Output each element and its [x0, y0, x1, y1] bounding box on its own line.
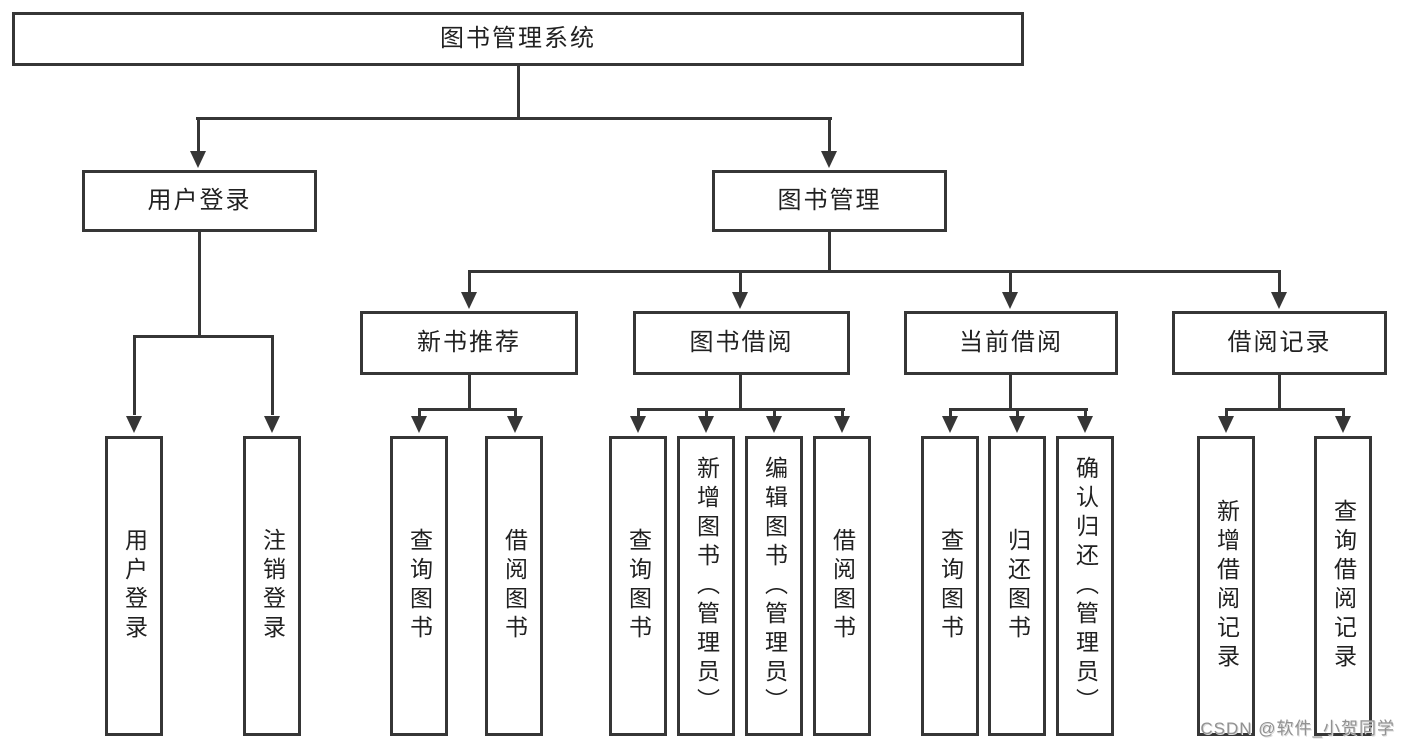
connector-line: [1278, 375, 1281, 411]
connector-line: [418, 408, 517, 411]
connector-line: [196, 117, 832, 120]
connector-line: [773, 408, 776, 418]
connector-line: [468, 270, 1281, 273]
connector-line: [1225, 408, 1345, 411]
csdn-watermark: CSDN @软件_小贺同学: [1200, 719, 1395, 738]
leaf-add-borrow-record: 新增借阅记录: [1197, 436, 1255, 736]
arrow-down-icon: [190, 151, 206, 168]
node-new-book-recommendation: 新书推荐: [360, 311, 578, 375]
arrow-down-icon: [732, 292, 748, 309]
node-borrowing-records: 借阅记录: [1172, 311, 1387, 375]
connector-line: [133, 335, 274, 338]
arrow-down-icon: [264, 416, 280, 433]
arrow-down-icon: [766, 416, 782, 433]
connector-line: [739, 270, 742, 295]
arrow-down-icon: [507, 416, 523, 433]
leaf-query-books-3: 查询图书: [921, 436, 979, 736]
node-book-management: 图书管理: [712, 170, 947, 232]
arrow-down-icon: [1271, 292, 1287, 309]
connector-line: [739, 375, 742, 411]
connector-line: [271, 335, 274, 415]
arrow-down-icon: [1335, 416, 1351, 433]
connector-line: [1342, 408, 1345, 418]
node-library-management-system: 图书管理系统: [12, 12, 1024, 66]
leaf-query-books-1: 查询图书: [390, 436, 448, 736]
arrow-down-icon: [821, 151, 837, 168]
leaf-add-book-admin: 新增图书（管理员）: [677, 436, 735, 736]
connector-line: [514, 408, 517, 418]
arrow-down-icon: [1077, 416, 1093, 433]
node-user-login: 用户登录: [82, 170, 317, 232]
arrow-down-icon: [461, 292, 477, 309]
arrow-down-icon: [698, 416, 714, 433]
arrow-down-icon: [126, 416, 142, 433]
leaf-borrow-books-2: 借阅图书: [813, 436, 871, 736]
connector-line: [468, 375, 471, 411]
connector-line: [705, 408, 708, 418]
arrow-down-icon: [1009, 416, 1025, 433]
connector-line: [949, 408, 952, 418]
leaf-query-borrow-record: 查询借阅记录: [1314, 436, 1372, 736]
node-book-borrowing: 图书借阅: [633, 311, 850, 375]
arrow-down-icon: [1218, 416, 1234, 433]
connector-line: [468, 270, 471, 295]
leaf-return-book: 归还图书: [988, 436, 1046, 736]
connector-line: [637, 408, 845, 411]
leaf-edit-book-admin: 编辑图书（管理员）: [745, 436, 803, 736]
connector-line: [841, 408, 844, 418]
connector-line: [1009, 375, 1012, 411]
arrow-down-icon: [942, 416, 958, 433]
connector-line: [828, 232, 831, 273]
node-current-borrowing: 当前借阅: [904, 311, 1118, 375]
leaf-borrow-books-1: 借阅图书: [485, 436, 543, 736]
arrow-down-icon: [411, 416, 427, 433]
connector-line: [1084, 408, 1087, 418]
connector-line: [637, 408, 640, 418]
connector-line: [1009, 270, 1012, 295]
arrow-down-icon: [834, 416, 850, 433]
connector-line: [828, 117, 831, 155]
leaf-confirm-return-admin: 确认归还（管理员）: [1056, 436, 1114, 736]
arrow-down-icon: [1002, 292, 1018, 309]
connector-line: [198, 232, 201, 338]
connector-line: [517, 66, 520, 119]
connector-line: [1225, 408, 1228, 418]
leaf-query-books-2: 查询图书: [609, 436, 667, 736]
leaf-user-login: 用户登录: [105, 436, 163, 736]
connector-line: [1016, 408, 1019, 418]
connector-line: [418, 408, 421, 418]
connector-line: [133, 335, 136, 415]
connector-line: [197, 117, 200, 155]
arrow-down-icon: [630, 416, 646, 433]
connector-line: [1278, 270, 1281, 295]
leaf-logout: 注销登录: [243, 436, 301, 736]
